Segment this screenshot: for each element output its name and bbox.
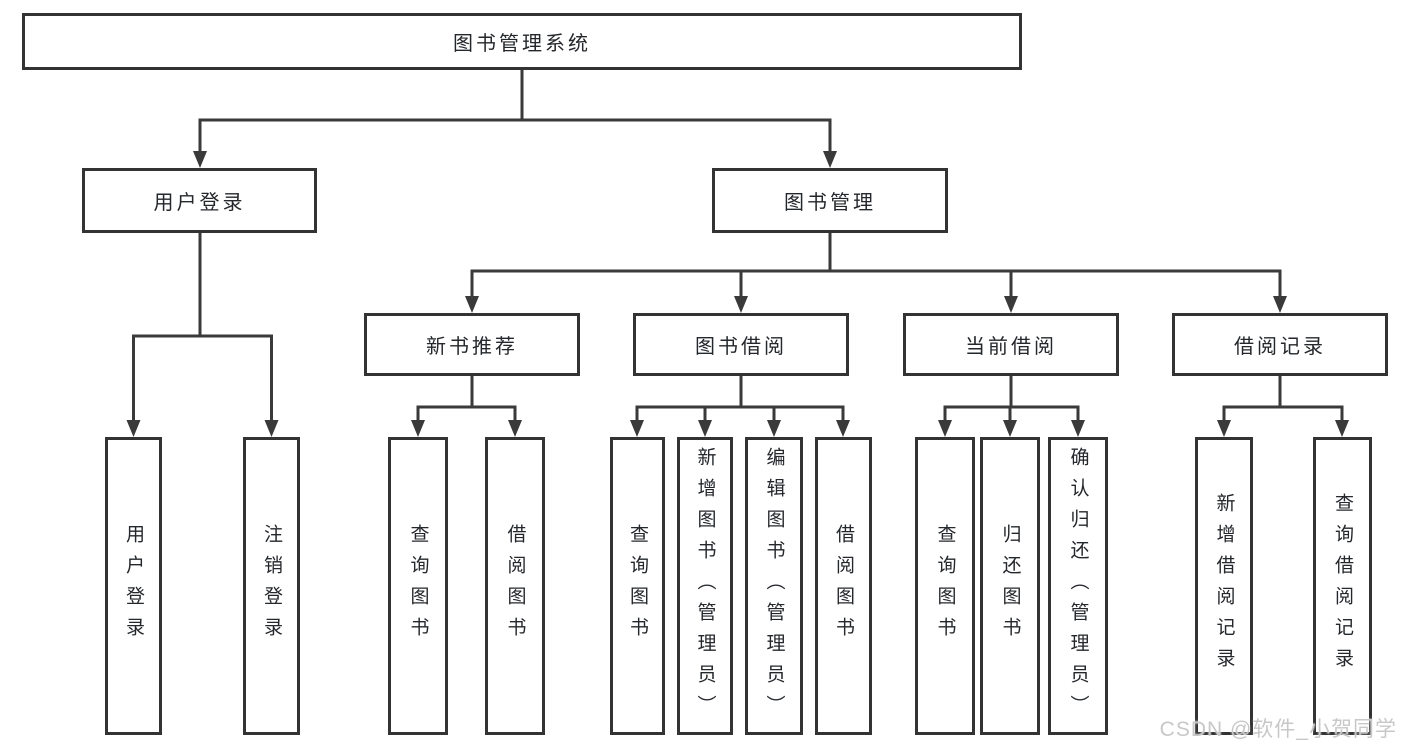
leaf-user-login: 用户登录 <box>105 437 162 735</box>
leaf-borrow-book-label: 借阅图书 <box>833 524 854 648</box>
node-user-login: 用户登录 <box>82 168 317 233</box>
node-borrow-records: 借阅记录 <box>1172 313 1388 376</box>
leaf-query-book-current-label: 查询图书 <box>934 524 956 648</box>
leaf-query-book-recommend-label: 查询图书 <box>407 524 429 648</box>
node-user-login-label: 用户登录 <box>153 192 246 214</box>
leaf-add-book-admin-label: 新增图书（管理员） <box>694 446 716 726</box>
leaf-borrow-book: 借阅图书 <box>815 437 872 735</box>
node-new-book-recommend: 新书推荐 <box>364 313 580 376</box>
node-borrow-records-label: 借阅记录 <box>1234 336 1326 358</box>
node-new-book-recommend-label: 新书推荐 <box>426 336 518 358</box>
node-current-borrowing-label: 当前借阅 <box>965 336 1057 358</box>
node-book-borrowing-label: 图书借阅 <box>695 336 787 358</box>
leaf-return-book: 归还图书 <box>980 437 1040 735</box>
node-book-management: 图书管理 <box>712 168 948 233</box>
leaf-logout: 注销登录 <box>243 437 300 735</box>
leaf-logout-label: 注销登录 <box>261 524 282 648</box>
leaf-query-borrow-record: 查询借阅记录 <box>1313 437 1372 735</box>
leaf-return-book-label: 归还图书 <box>999 524 1021 648</box>
leaf-add-borrow-record: 新增借阅记录 <box>1195 437 1253 735</box>
node-book-borrowing: 图书借阅 <box>633 313 849 376</box>
leaf-query-book-borrowing-label: 查询图书 <box>627 524 648 648</box>
leaf-borrow-book-recommend: 借阅图书 <box>485 437 545 735</box>
leaf-edit-book-admin: 编辑图书（管理员） <box>745 437 803 735</box>
leaf-edit-book-admin-label: 编辑图书（管理员） <box>763 446 785 726</box>
leaf-query-book-current: 查询图书 <box>915 437 975 735</box>
leaf-add-borrow-record-label: 新增借阅记录 <box>1213 493 1235 679</box>
leaf-borrow-book-recommend-label: 借阅图书 <box>504 524 526 648</box>
leaf-confirm-return-admin: 确认归还（管理员） <box>1048 437 1108 735</box>
leaf-query-book-borrowing: 查询图书 <box>610 437 665 735</box>
leaf-query-borrow-record-label: 查询借阅记录 <box>1332 493 1353 679</box>
node-book-management-label: 图书管理 <box>784 192 876 214</box>
node-root-label: 图书管理系统 <box>453 33 591 55</box>
leaf-query-book-recommend: 查询图书 <box>388 437 448 735</box>
node-current-borrowing: 当前借阅 <box>903 313 1119 376</box>
csdn-watermark: CSDN @软件_小贺同学 <box>1159 718 1397 741</box>
leaf-confirm-return-admin-label: 确认归还（管理员） <box>1067 446 1089 726</box>
node-root-library-system: 图书管理系统 <box>22 13 1022 70</box>
leaf-add-book-admin: 新增图书（管理员） <box>677 437 733 735</box>
leaf-user-login-label: 用户登录 <box>123 524 144 648</box>
